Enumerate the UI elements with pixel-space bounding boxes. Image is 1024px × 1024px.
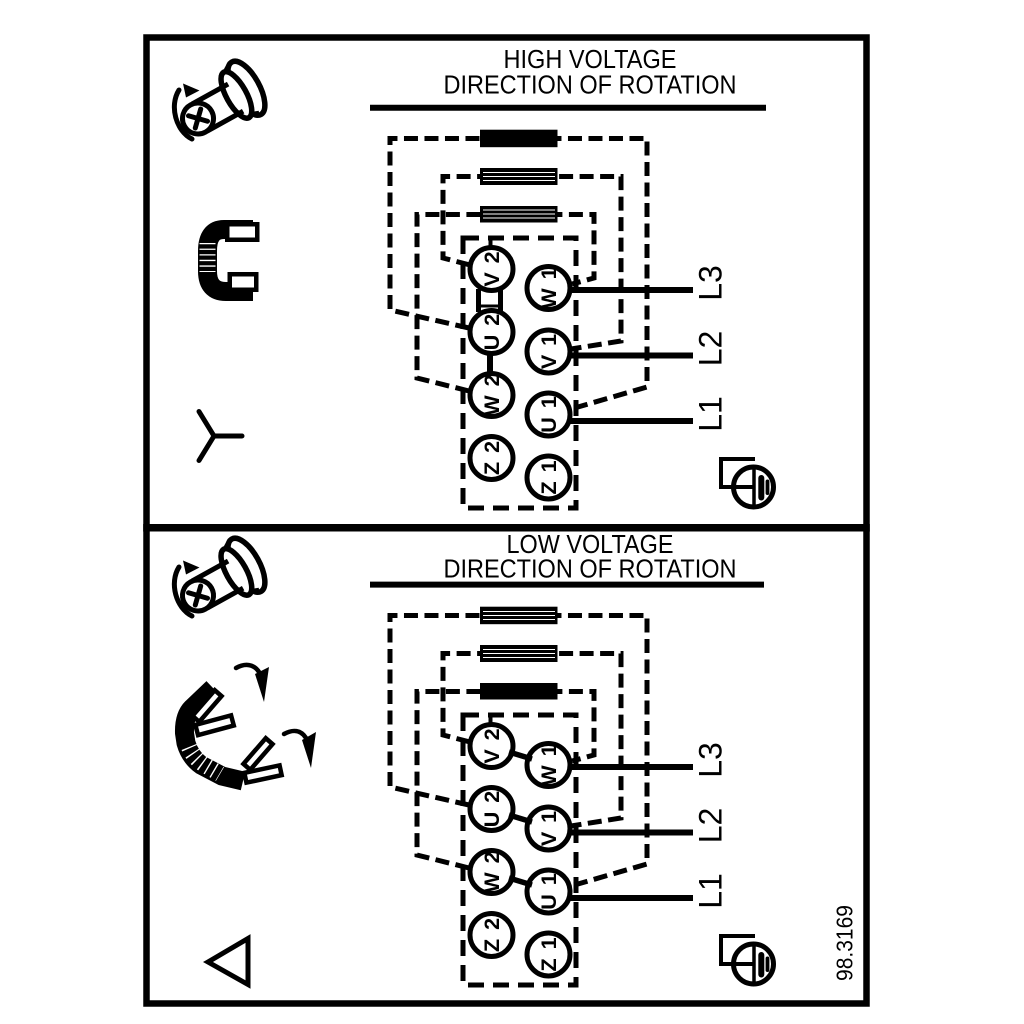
svg-text:DIRECTION OF ROTATION: DIRECTION OF ROTATION <box>444 69 737 99</box>
svg-text:98.3169: 98.3169 <box>832 905 858 981</box>
svg-text:DIRECTION OF ROTATION: DIRECTION OF ROTATION <box>444 553 737 583</box>
svg-text:HIGH VOLTAGE: HIGH VOLTAGE <box>504 44 677 74</box>
svg-text:LOW VOLTAGE: LOW VOLTAGE <box>507 529 674 559</box>
